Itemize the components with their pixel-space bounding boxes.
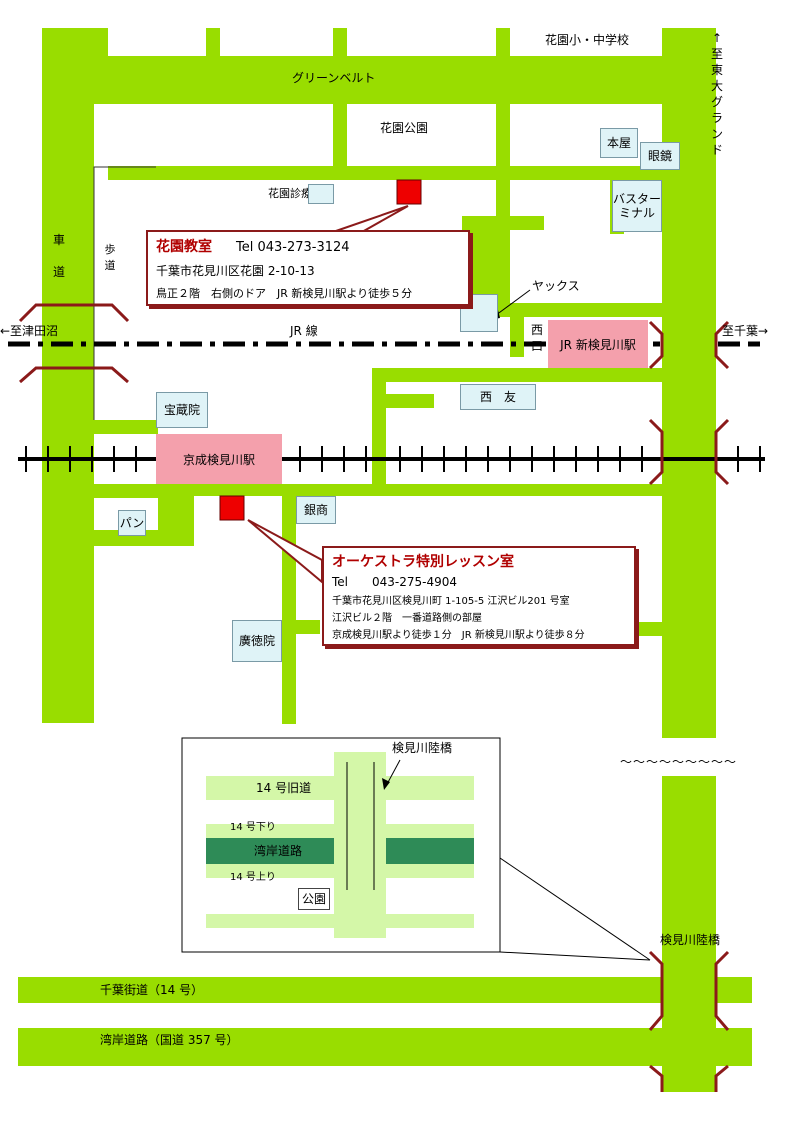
road-break-tilde: ～～～～～～～～～ (620, 755, 738, 769)
bank-box: 銀商 (296, 496, 336, 524)
bookstore-box: 本屋 (600, 128, 638, 158)
callout2-address: 千葉市花見川区検見川町 1-105-5 江沢ビル201 号室 (332, 596, 570, 607)
clinic-box (308, 184, 334, 204)
kemigawa-bridge-label: 検見川陸橋 (660, 933, 721, 947)
inset-route14-up-label: 14 号上り (230, 872, 276, 883)
school-label: 花園小・中学校 (545, 33, 630, 47)
hanazono-marker (396, 179, 422, 205)
west-exit-label: 西口 (530, 323, 543, 353)
hozoin-box: 宝蔵院 (156, 392, 208, 428)
hanazono-classroom-callout: 花園教室 Tel 043-273-3124 千葉市花見川区花園 2-10-13 鳥… (146, 230, 470, 306)
to-tsudanuma-label: ←至津田沼 (0, 324, 59, 338)
callout2-building: 江沢ビル２階 一番道路側の部屋 (332, 613, 482, 624)
jr-shinkemigawa-station: JR 新検見川駅 (548, 320, 648, 368)
callout2-access: 京成検見川駅より徒歩１分 JR 新検見川駅より徒歩８分 (332, 630, 585, 641)
seiyu-box: 西 友 (460, 384, 536, 410)
orchestra-lesson-room-callout: オーケストラ特別レッスン室 Tel 043-275-4904 千葉市花見川区検見… (322, 546, 636, 646)
car-road-label: 車道 (52, 233, 65, 279)
park-label: 花園公園 (380, 121, 429, 135)
yaccs-label: ヤックス (532, 279, 580, 293)
sidewalk-label: 歩道 (104, 243, 116, 272)
callout2-tel: Tel 043-275-4904 (332, 575, 458, 589)
callout1-title: 花園教室 (156, 239, 212, 255)
chiba-kaido-label: 千葉街道（14 号） (100, 983, 204, 997)
inset-bridge-label: 検見川陸橋 (392, 741, 453, 755)
to-chiba-label: 至千葉→ (722, 324, 769, 338)
callout1-address: 千葉市花見川区花園 2-10-13 (156, 264, 315, 278)
optician-box: 眼鏡 (640, 142, 680, 170)
callout1-detail: 鳥正２階 右側のドア JR 新検見川駅より徒歩５分 (156, 287, 413, 300)
bus-terminal-box: バスターミナル (612, 180, 662, 232)
callout2-title: オーケストラ特別レッスン室 (332, 554, 514, 570)
orchestra-marker (219, 495, 245, 521)
inset-route14-old-label: 14 号旧道 (256, 781, 312, 795)
callout1-tel: Tel 043-273-3124 (236, 240, 350, 255)
wangan-357-label: 湾岸道路（国道 357 号） (100, 1033, 239, 1047)
to-todai-label: ↑至東大グランド (710, 31, 723, 157)
inset-route14-down-label: 14 号下り (230, 822, 276, 833)
keisei-railway (18, 446, 765, 472)
inset-park-box: 公園 (298, 888, 330, 910)
inset-wangan-label: 湾岸道路 (254, 844, 303, 858)
kotokuin-box: 廣徳院 (232, 620, 282, 662)
bridge-brackets (18, 303, 730, 1092)
bakery-box: パン (118, 510, 146, 536)
jr-line-label: JR 線 (290, 324, 318, 338)
roads (18, 28, 752, 1092)
green-belt-label: グリーンベルト (292, 71, 376, 85)
keisei-kemigawa-station: 京成検見川駅 (156, 434, 282, 484)
